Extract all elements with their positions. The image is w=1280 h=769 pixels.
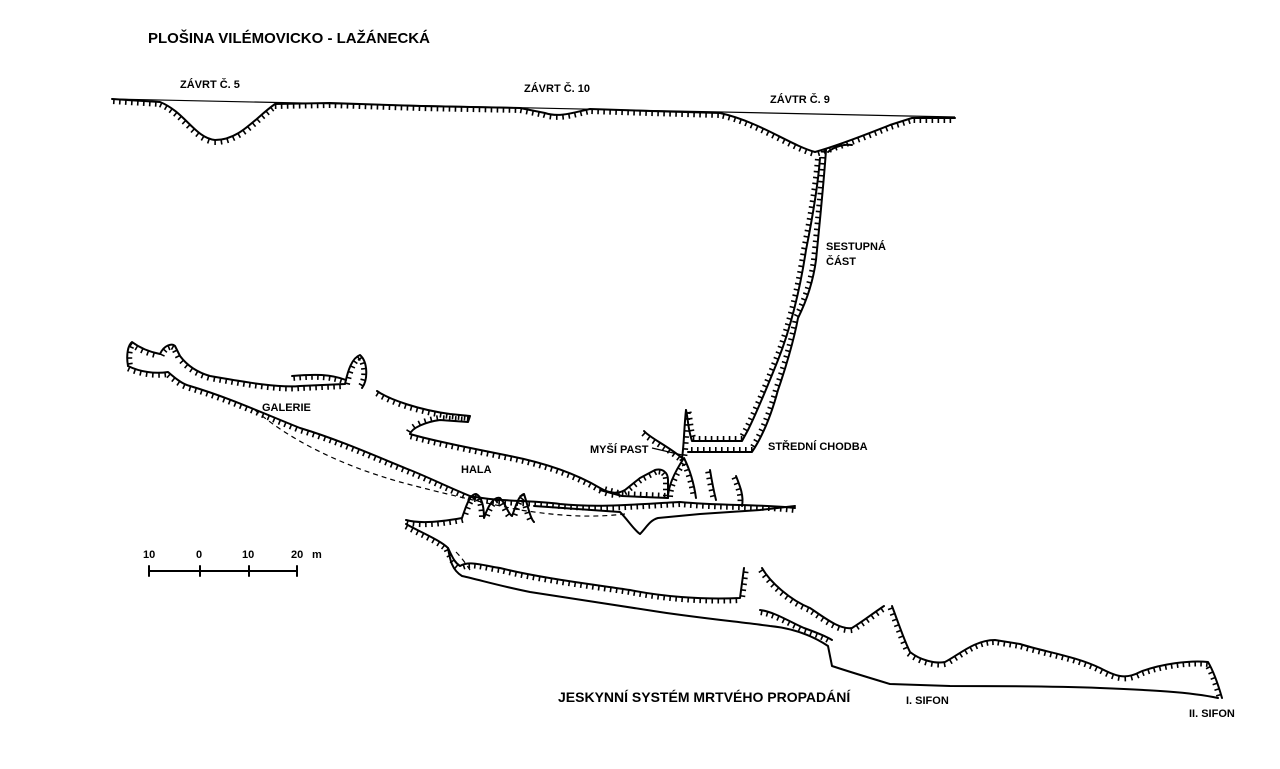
label-zavrt-10: ZÁVRT Č. 10: [524, 82, 590, 95]
shaft-left-wall: [685, 157, 821, 442]
scale-label-0: 0: [196, 549, 202, 561]
scale-label-10: 10: [242, 549, 254, 561]
label-sifon-1: I. SIFON: [906, 695, 949, 707]
scale-bar: 10 0 10 20 m: [143, 549, 322, 577]
hala-upper-slab: [376, 390, 471, 435]
scale-label-10-left: 10: [143, 549, 155, 561]
surface-terrain-line: [111, 98, 956, 153]
lower-ceiling-hatching: [404, 524, 749, 604]
lower-ceiling-right: [761, 567, 885, 630]
lower-cave-system: [405, 523, 1223, 699]
surface-profile: [111, 98, 956, 153]
label-sestupna: SESTUPNÁ: [826, 240, 886, 253]
label-mysi-past: MYŠÍ PAST: [590, 443, 649, 456]
scale-label-20: 20: [291, 549, 303, 561]
lower-inner-loop-hatching: [760, 610, 830, 643]
diagram-title: PLOŠINA VILÉMOVICKO - LAŽÁNECKÁ: [148, 29, 430, 47]
hala-upper-slab-hatching: [375, 391, 470, 434]
lower-dashed-inner: [455, 551, 471, 571]
shaft-right-wall-hatching: [690, 150, 826, 452]
surface-datum-line: [111, 98, 956, 118]
surface-terrain-line-hatching: [112, 99, 952, 157]
middle-lobes: [405, 493, 796, 535]
hala-ceiling: [409, 433, 669, 499]
label-galerie: GALERIE: [262, 402, 311, 414]
mysi-past-pillar-hatching: [668, 457, 696, 498]
label-cast: ČÁST: [826, 255, 856, 268]
label-stredni-chodba: STŘEDNÍ CHODBA: [768, 440, 868, 453]
label-hala: HALA: [461, 464, 492, 476]
galerie-ceiling-mid-hatching: [293, 374, 343, 384]
lobes-floor: [533, 505, 796, 535]
shaft-right-wall: [687, 149, 827, 453]
label-zavrt-5: ZÁVRT Č. 5: [180, 78, 240, 91]
lobes-ceiling-hatching: [406, 493, 532, 528]
label-zavtr-9: ZÁVTR Č. 9: [770, 93, 830, 106]
shaft-left-wall-hatching: [686, 158, 820, 441]
label-sifon-2: II. SIFON: [1189, 708, 1235, 720]
descending-shaft: [685, 143, 853, 453]
stredni-pillar: [709, 469, 744, 507]
galerie-ceiling-hatching: [127, 341, 367, 392]
lower-ceiling-far: [891, 605, 1223, 699]
mysi-past-ceiling-hatching: [641, 412, 691, 461]
galerie-floor: [127, 365, 796, 509]
galerie-ceiling: [126, 341, 368, 389]
hala-ceiling-hatching: [409, 434, 668, 498]
lower-ceiling-right-hatching: [758, 569, 885, 634]
lower-ceiling-far-hatching: [887, 607, 1222, 697]
lower-ceiling: [405, 523, 745, 600]
lower-floor: [447, 547, 1219, 699]
label-cave-system: JESKYNNÍ SYSTÉM MRTVÉHO PROPADÁNÍ: [558, 689, 851, 705]
scale-unit: m: [312, 549, 322, 561]
mysi-past-leader: [651, 447, 683, 456]
galerie-dashed-lower: [254, 409, 626, 517]
stredni-pillar-hatching: [705, 471, 743, 502]
